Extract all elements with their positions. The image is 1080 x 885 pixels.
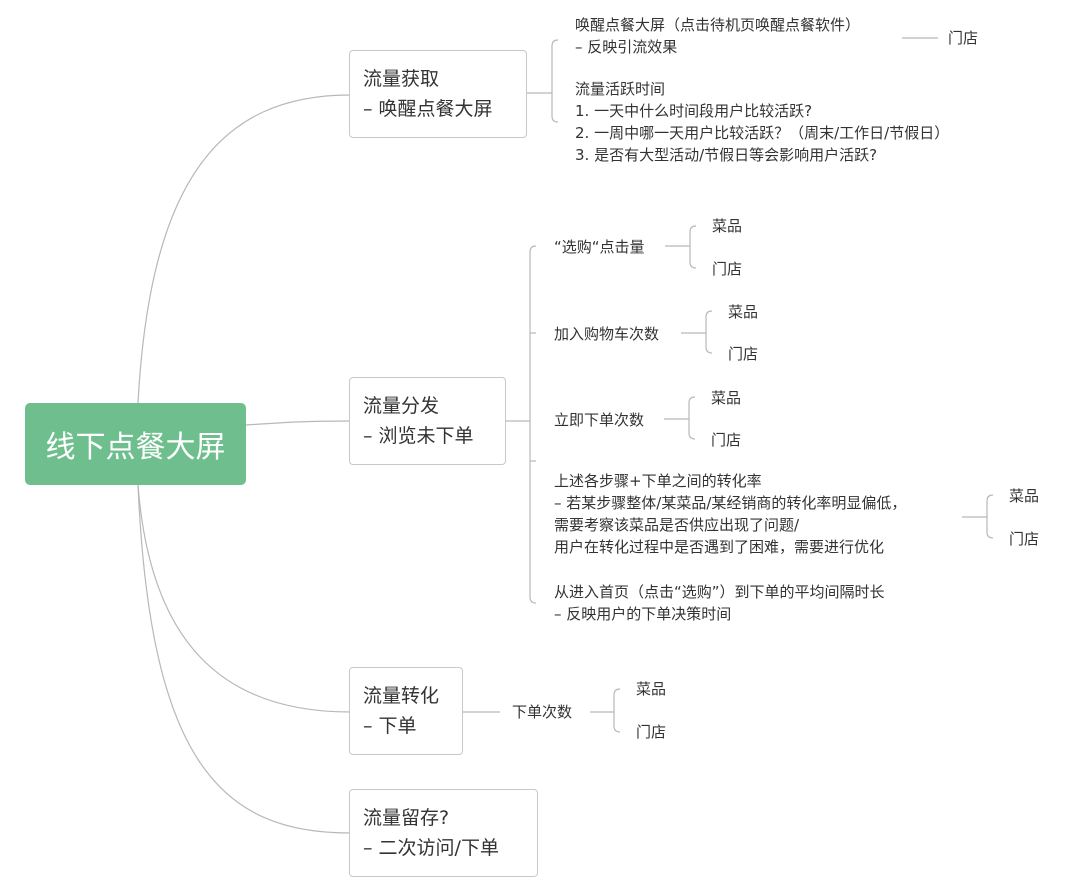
branch-title: 流量分发: [363, 395, 440, 417]
root-link-4: [137, 484, 351, 834]
b2-item-avg-interval: 从进入首页（点击“选购”）到下单的平均间隔时长 – 反映用户的下单决策时间: [554, 581, 885, 625]
branch-subtitle: – 唤醒点餐大屏: [363, 98, 493, 120]
b1-leaf-store: 门店: [948, 29, 979, 47]
branch-traffic-acquisition[interactable]: 流量获取 – 唤醒点餐大屏: [349, 50, 527, 138]
b2-bracket: [529, 245, 537, 604]
b1-bracket: [551, 39, 559, 123]
b2i1-leaf-dish: 菜品: [712, 217, 743, 235]
b2i4-leaf-dish: 菜品: [1009, 487, 1040, 505]
b1-item-wake: 唤醒点餐大屏（点击待机页唤醒点餐软件） – 反映引流效果: [575, 14, 860, 58]
b2-item-add-cart: 加入购物车次数: [554, 325, 660, 343]
b2i5-line1: 从进入首页（点击“选购”）到下单的平均间隔时长: [554, 583, 885, 601]
branch-traffic-distribution[interactable]: 流量分发 – 浏览未下单: [349, 377, 506, 465]
b1-line2: 1. 一天中什么时间段用户比较活跃?: [575, 102, 813, 120]
b3-item-order-count: 下单次数: [512, 703, 573, 721]
branch-traffic-conversion[interactable]: 流量转化 – 下单: [349, 667, 463, 755]
root-link-2: [245, 420, 351, 426]
b2-item-order-now: 立即下单次数: [554, 411, 645, 429]
b2i2-leaf-dish: 菜品: [728, 303, 759, 321]
root-link-1: [137, 94, 351, 404]
b3i1-bracket: [613, 688, 621, 733]
b3i1-leaf-dish: 菜品: [636, 680, 667, 698]
b2i1-bracket: [689, 225, 697, 269]
b2i4-leaf-store: 门店: [1009, 530, 1040, 548]
root-node[interactable]: 线下点餐大屏: [25, 403, 246, 485]
branch-subtitle: – 下单: [363, 715, 417, 737]
b1-item-active-time: 流量活跃时间 1. 一天中什么时间段用户比较活跃? 2. 一周中哪一天用户比较活…: [575, 78, 949, 166]
b3i1-leaf-store: 门店: [636, 723, 667, 741]
b1-line1: 流量活跃时间: [575, 80, 666, 98]
root-label: 线下点餐大屏: [45, 430, 226, 465]
branch-traffic-retention[interactable]: 流量留存? – 二次访问/下单: [349, 789, 538, 877]
b2i4-line2: – 若某步骤整体/某菜品/某经销商的转化率明显偏低，: [554, 494, 907, 512]
root-link-3: [137, 484, 351, 713]
b2i4-bracket: [986, 494, 994, 539]
b2i3-leaf-store: 门店: [711, 431, 742, 449]
b2i4-line1: 上述各步骤+下单之间的转化率: [554, 472, 762, 490]
b2-item-conversion-rate: 上述各步骤+下单之间的转化率 – 若某步骤整体/某菜品/某经销商的转化率明显偏低…: [554, 470, 906, 558]
b2i2-bracket: [705, 310, 713, 354]
b2i3-bracket: [688, 396, 696, 440]
branch-title: 流量转化: [363, 685, 440, 707]
b2i1-leaf-store: 门店: [712, 260, 743, 278]
b1-item-wake-line1: 唤醒点餐大屏（点击待机页唤醒点餐软件）: [575, 16, 861, 34]
b1-line3: 2. 一周中哪一天用户比较活跃？（周末/工作日/节假日）: [575, 124, 950, 142]
branch-title: 流量留存?: [363, 807, 450, 829]
b2-item-select-clicks: “选购“点击量: [554, 238, 645, 256]
b1-item-wake-line2: – 反映引流效果: [575, 38, 678, 56]
b2i4-line4: 用户在转化过程中是否遇到了困难，需要进行优化: [554, 538, 885, 556]
branch-subtitle: – 二次访问/下单: [363, 837, 499, 859]
b2i2-leaf-store: 门店: [728, 345, 759, 363]
branch-title: 流量获取: [363, 68, 440, 90]
b2i3-leaf-dish: 菜品: [711, 389, 742, 407]
branch-subtitle: – 浏览未下单: [363, 425, 474, 447]
b2i4-line3: 需要考察该菜品是否供应出现了问题/: [554, 516, 800, 534]
b2i5-line2: – 反映用户的下单决策时间: [554, 605, 732, 623]
b1-line4: 3. 是否有大型活动/节假日等会影响用户活跃?: [575, 146, 878, 164]
